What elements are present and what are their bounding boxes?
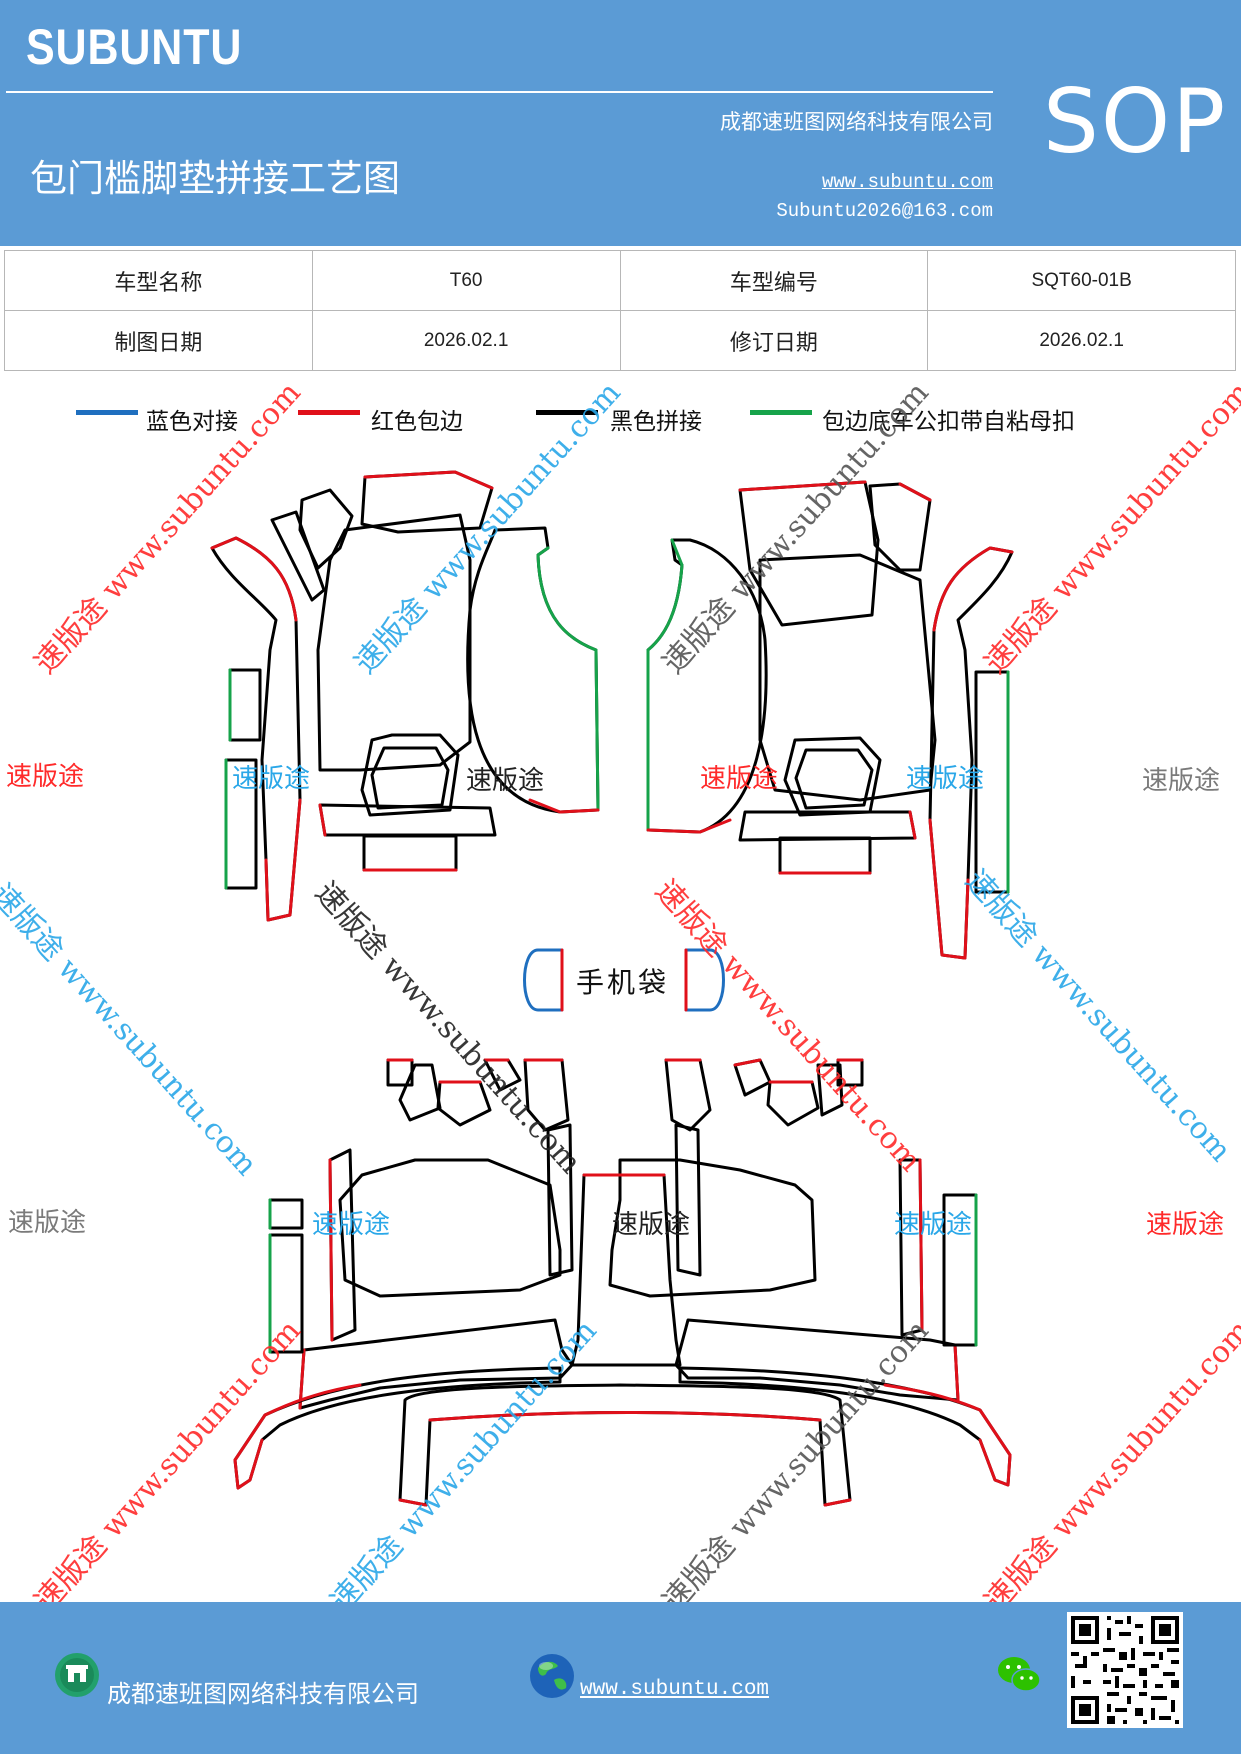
watermark-brand: 速版途 bbox=[232, 764, 311, 794]
watermark-brand: 速版途 bbox=[1146, 1210, 1225, 1240]
front-left-mat bbox=[210, 470, 600, 922]
phone-pocket bbox=[523, 948, 725, 1012]
model-name-label: 车型名称 bbox=[4, 250, 313, 311]
legend-label: 包边底车公扣带自粘母扣 bbox=[822, 409, 1075, 435]
model-code-value: SQT60-01B bbox=[927, 250, 1236, 311]
footer-company: 成都速班图网络科技有限公司 bbox=[107, 1680, 419, 1708]
table-row: 车型名称 T60 车型编号 SQT60-01B bbox=[4, 250, 1236, 311]
wechat-icon bbox=[998, 1657, 1041, 1692]
qr-code bbox=[1067, 1612, 1183, 1728]
watermark-brand: 速版途 bbox=[466, 766, 545, 796]
header-email: Subuntu2026@163.com bbox=[776, 200, 993, 222]
qr-code-pattern bbox=[1067, 1612, 1183, 1728]
footer-banner: 成都速班图网络科技有限公司 www.subuntu.com bbox=[0, 1602, 1241, 1754]
watermark-brand: 速版途 bbox=[612, 1210, 691, 1240]
header-company: 成都速班图网络科技有限公司 bbox=[720, 110, 993, 134]
watermark-brand: 速版途 bbox=[6, 762, 85, 792]
header-divider bbox=[6, 91, 993, 93]
watermark-brand: 速版途 bbox=[906, 764, 985, 794]
front-right-mat bbox=[646, 480, 1014, 960]
legend-label: 红色包边 bbox=[371, 409, 463, 435]
revise-date-label: 修订日期 bbox=[619, 310, 929, 371]
watermark-brand: 速版途 bbox=[700, 764, 779, 794]
info-table: 车型名称 T60 车型编号 SQT60-01B 制图日期 2026.02.1 修… bbox=[4, 250, 1236, 371]
revise-date-value: 2026.02.1 bbox=[927, 310, 1236, 371]
globe-icon bbox=[530, 1654, 574, 1698]
draw-date-label: 制图日期 bbox=[4, 310, 313, 371]
phone-pocket-label: 手机袋 bbox=[576, 966, 669, 999]
model-name-value: T60 bbox=[311, 250, 621, 311]
company-icon bbox=[55, 1653, 99, 1697]
watermark-brand: 速版途 bbox=[894, 1210, 973, 1240]
table-row: 制图日期 2026.02.1 修订日期 2026.02.1 bbox=[4, 310, 1236, 371]
watermark-brand: 速版途 bbox=[312, 1210, 391, 1240]
header-banner: SUBUNTU 成都速班图网络科技有限公司 包门槛脚垫拼接工艺图 www.sub… bbox=[0, 0, 1241, 246]
legend-swatch bbox=[298, 410, 360, 415]
header-website-link[interactable]: www.subuntu.com bbox=[821, 171, 993, 193]
legend-swatch bbox=[750, 410, 812, 415]
draw-date-value: 2026.02.1 bbox=[311, 310, 621, 371]
legend-swatch bbox=[76, 410, 138, 415]
legend-label: 黑色拼接 bbox=[610, 409, 702, 435]
sop-badge: SOP bbox=[1043, 70, 1228, 173]
legend-label: 蓝色对接 bbox=[146, 409, 238, 435]
rear-mat bbox=[233, 1058, 1012, 1507]
watermark-brand: 速版途 bbox=[1142, 766, 1221, 796]
brand-logo: SUBUNTU bbox=[26, 19, 243, 75]
footer-website-link[interactable]: www.subuntu.com bbox=[580, 1678, 770, 1701]
watermark-brand: 速版途 bbox=[8, 1208, 87, 1238]
page-title: 包门槛脚垫拼接工艺图 bbox=[30, 157, 400, 200]
model-code-label: 车型编号 bbox=[619, 250, 929, 311]
legend-swatch bbox=[536, 410, 598, 415]
